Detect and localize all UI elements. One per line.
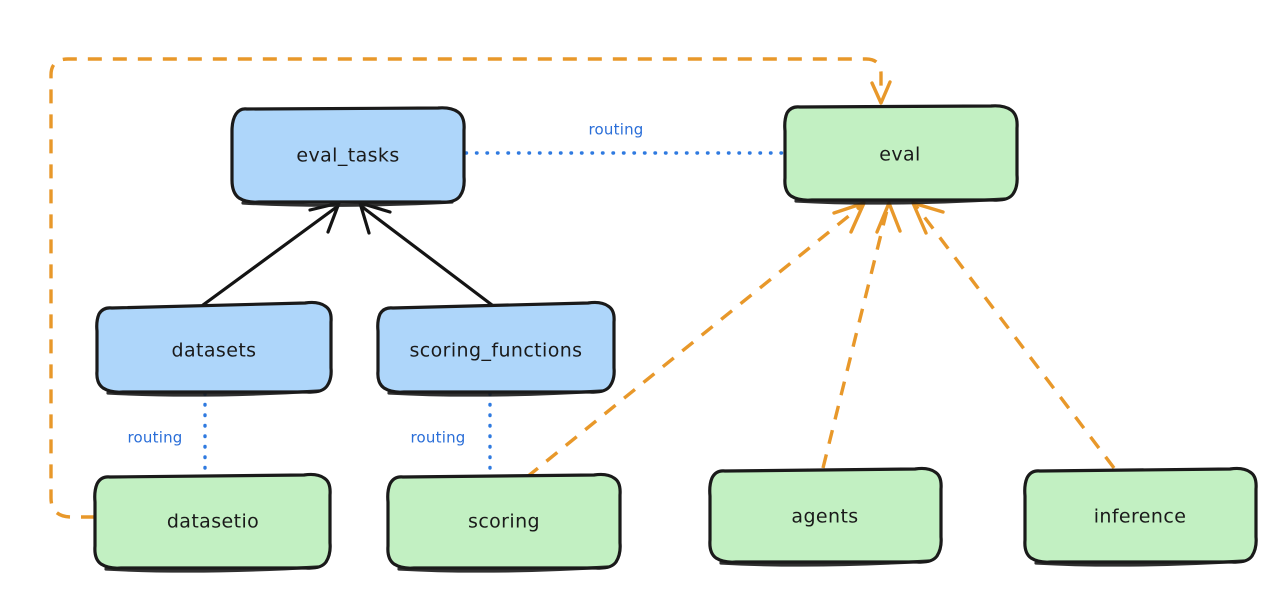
edge-label-routing-top: routing bbox=[589, 121, 644, 139]
node-eval-tasks-underline bbox=[241, 200, 454, 207]
node-inference-underline bbox=[1034, 559, 1246, 567]
node-agents-label: agents bbox=[791, 506, 858, 528]
node-scoring-functions-label: scoring_functions bbox=[410, 340, 583, 362]
edge-inference-eval-path bbox=[914, 204, 1116, 470]
node-datasetio[interactable]: datasetio bbox=[93, 472, 332, 573]
edge-label-layer: routing routing routing bbox=[128, 121, 644, 447]
edge-datasetio-eval-arrowhead bbox=[870, 80, 892, 105]
edge-label-routing-mid: routing bbox=[411, 429, 466, 447]
node-eval-tasks-label: eval_tasks bbox=[296, 145, 399, 167]
node-scoring-underline bbox=[397, 565, 610, 573]
node-scoring[interactable]: scoring bbox=[386, 472, 622, 573]
node-inference-label: inference bbox=[1094, 506, 1187, 528]
edge-scoring_functions-eval_tasks[interactable] bbox=[358, 201, 494, 307]
node-datasetio-underline bbox=[104, 565, 320, 573]
edge-agents-eval-arrowhead bbox=[875, 201, 902, 234]
node-scoring-functions-underline bbox=[387, 389, 604, 397]
node-eval-underline bbox=[794, 197, 1007, 205]
node-layer: eval_tasks eval datasets scoring_functio… bbox=[93, 104, 1258, 573]
edge-datasetio-eval[interactable] bbox=[49, 57, 892, 519]
node-datasets-underline bbox=[106, 389, 321, 397]
node-agents[interactable]: agents bbox=[708, 466, 943, 567]
node-agents-underline bbox=[719, 559, 931, 567]
edge-scoring_functions-eval_tasks-path bbox=[359, 204, 494, 307]
edge-datasets-eval_tasks-path bbox=[201, 204, 340, 307]
edge-datasets-eval_tasks[interactable] bbox=[201, 201, 341, 307]
node-datasetio-label: datasetio bbox=[167, 511, 259, 533]
node-eval[interactable]: eval bbox=[783, 104, 1019, 205]
node-datasets-label: datasets bbox=[172, 340, 257, 362]
node-eval-tasks[interactable]: eval_tasks bbox=[230, 106, 466, 207]
edge-datasetio-eval-path bbox=[49, 57, 883, 519]
edge-agents-eval[interactable] bbox=[821, 201, 902, 469]
node-datasets[interactable]: datasets bbox=[95, 300, 333, 397]
edge-agents-eval-path bbox=[821, 205, 890, 469]
edge-label-routing-left: routing bbox=[128, 429, 183, 447]
node-scoring-functions[interactable]: scoring_functions bbox=[376, 300, 616, 397]
edge-inference-eval[interactable] bbox=[911, 201, 1116, 470]
node-scoring-label: scoring bbox=[468, 511, 540, 533]
node-eval-label: eval bbox=[879, 144, 920, 166]
node-inference[interactable]: inference bbox=[1023, 466, 1258, 567]
edge-scoring-eval-path bbox=[525, 204, 863, 479]
